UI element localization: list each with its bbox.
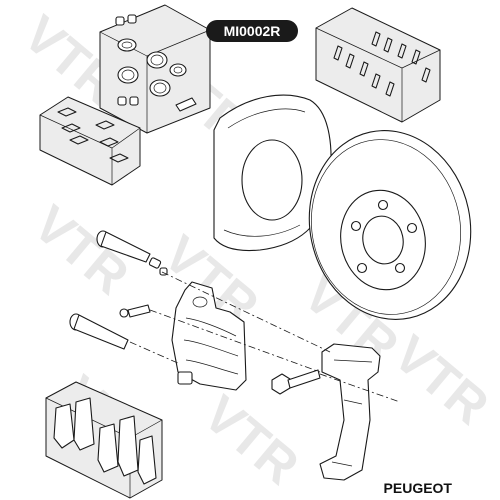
vehicle-make-label: PEUGEOT <box>384 480 453 496</box>
centre-lines <box>129 271 401 403</box>
bleed-screw <box>119 304 151 318</box>
caliper-body <box>171 281 247 391</box>
part-code-tag: MI0002R <box>206 20 298 42</box>
bracket-bolt <box>271 369 321 395</box>
watermark-text: VTR <box>192 385 309 496</box>
clip-kit-box <box>39 96 141 186</box>
seal-kit-box <box>99 4 211 134</box>
pad-clip-kit-box <box>315 7 441 123</box>
part-code-label: MI0002R <box>224 23 281 39</box>
brake-disc <box>308 130 472 320</box>
guide-pin-upper <box>96 230 168 276</box>
caliper-bracket <box>319 343 381 481</box>
guide-pin-lower <box>69 313 129 350</box>
dust-shield <box>213 94 332 252</box>
brake-pads-box <box>45 381 163 499</box>
